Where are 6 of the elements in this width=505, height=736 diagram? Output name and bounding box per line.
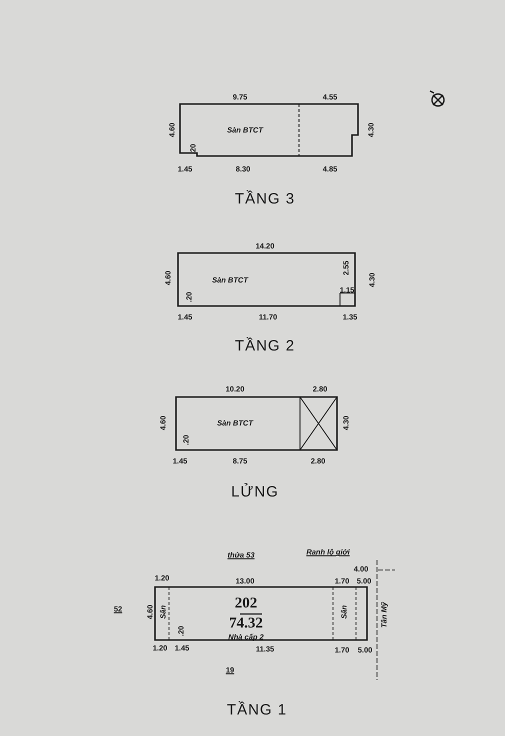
area-label: 74.32 [229,616,263,632]
floor-title: TẦNG 1 [226,702,288,718]
floor-title: TẦNG 2 [234,338,296,354]
floor-title: TẦNG 3 [234,192,296,206]
area-label: 202 [234,596,258,612]
floor-title: LỬNG [231,484,279,500]
